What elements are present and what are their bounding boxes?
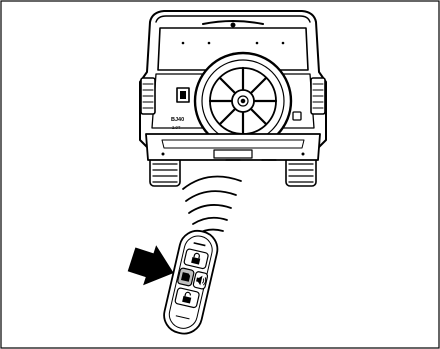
license-plate-mount [214,150,252,158]
right-tail-light [311,78,325,114]
signal-arc-3 [189,205,231,213]
variant-badge: 2.0T [172,125,181,130]
vehicle-rear-view: BJ40 2.0T [140,11,326,186]
signal-arc-1 [183,177,241,190]
rear-camera [293,112,301,120]
bumper-step [162,140,304,148]
wiper-pivot [231,23,235,27]
model-badge: BJ40 [171,117,184,123]
signal-waves [183,177,241,235]
left-tail-light [141,78,155,114]
signal-arc-2 [186,191,236,201]
tailgate-button[interactable] [177,268,194,287]
signal-arc-4 [193,218,227,224]
key-fob [161,227,221,337]
